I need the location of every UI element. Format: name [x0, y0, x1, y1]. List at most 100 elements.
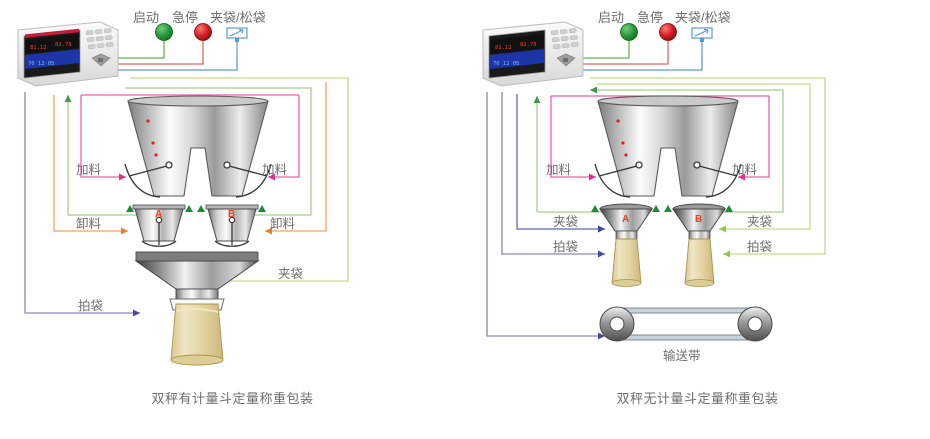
arrow-bagshake — [133, 309, 140, 317]
bag-shake-label-right: 拍袋 — [747, 239, 773, 254]
conveyor-belt — [599, 306, 773, 342]
screen-digits-red-2: 82.78 — [520, 42, 537, 48]
bag-b-bottom — [684, 279, 715, 287]
storage-hopper-rim — [127, 95, 269, 107]
feed-label-left: 加料 — [546, 163, 572, 177]
controller-right[interactable]: 81.12 82.78 70 12 05 — [482, 21, 584, 87]
wire-feedback-right — [590, 89, 784, 213]
caption-right: 双秤无计量斗定量称重包装 — [616, 391, 779, 406]
arrow-feed-left — [119, 173, 126, 181]
controller-dpad-center[interactable] — [563, 58, 568, 62]
weigh-hopper-a-gate — [141, 240, 177, 247]
level-sensor-2 — [621, 141, 625, 145]
arrow-bagclamp-left — [598, 225, 605, 233]
wire-feed-left — [550, 96, 596, 178]
wiring-right — [486, 39, 826, 340]
controller-dpad-center[interactable] — [98, 58, 103, 62]
level-sensor-3 — [154, 153, 158, 157]
bag-clamp-release-label: 夹袋/松袋 — [675, 10, 731, 25]
bag-clamp-label-left: 夹袋 — [553, 215, 579, 229]
storage-hopper-body — [127, 100, 269, 197]
emergency-stop-button-label: 急停 — [637, 10, 663, 25]
wire-bagclamp-left — [516, 94, 605, 230]
bag-clamp-release-pedal[interactable] — [226, 27, 248, 52]
arrow-discharge-right — [265, 227, 272, 235]
emergency-stop-button[interactable] — [659, 23, 677, 41]
arrow-feedback — [590, 86, 597, 94]
bag-clamp-release-label: 夹袋/松袋 — [210, 10, 266, 25]
loadcell-a-right — [185, 205, 193, 212]
storage-hopper-body — [597, 100, 739, 197]
diagram-left-svg: 81.12 82.78 70 12 05 — [17, 10, 349, 366]
emergency-stop-button[interactable] — [194, 23, 212, 41]
gate-pivot-left — [165, 161, 173, 169]
loadcell-a-left — [126, 205, 134, 212]
controller-keypad[interactable] — [550, 28, 579, 50]
wire-bagclamp-right — [597, 83, 811, 230]
spout-b — [688, 230, 711, 240]
wire-bagshake-left — [501, 92, 605, 255]
screen-digits-red-1: 81.12 — [495, 45, 512, 51]
bag-shake-label-left: 拍袋 — [553, 239, 579, 254]
screen-digits-blue: 70 12 05 — [493, 61, 520, 67]
level-sensor-3 — [624, 153, 628, 157]
arrow-discharge-left — [121, 227, 128, 235]
conveyor-label: 输送带 — [663, 348, 701, 363]
controller-keypad[interactable] — [85, 28, 114, 50]
loadcell-a-left — [591, 205, 599, 212]
conveyor-top-belt — [616, 307, 756, 314]
wire-feedback-right — [125, 87, 312, 216]
bag-a — [611, 238, 642, 284]
weigh-hopper-b-label: B — [228, 209, 235, 220]
start-button[interactable] — [620, 23, 638, 41]
arrow-bagclamp-right — [719, 225, 726, 233]
gate-arc-left — [124, 163, 161, 198]
feed-label-right: 加料 — [732, 163, 758, 177]
gate-arm-left — [128, 165, 168, 177]
gate-arc-right — [705, 163, 742, 198]
weigh-hopper-b: B — [197, 204, 266, 247]
arrow-conveyor — [598, 332, 605, 340]
spout-a — [615, 230, 638, 240]
level-sensor-1 — [146, 119, 150, 123]
start-button-label: 启动 — [598, 10, 624, 25]
conveyor-roller-right-hub — [747, 316, 763, 332]
arrow-feed-right — [268, 173, 275, 181]
arrow-feed-left — [589, 173, 596, 181]
controller-left[interactable]: 81.12 82.78 70 12 05 — [17, 21, 119, 87]
conveyor-roller-left-hub — [609, 316, 625, 332]
screen-digits-blue: 70 12 05 — [28, 61, 55, 67]
bag-clamp-release-pedal[interactable] — [691, 27, 713, 52]
screen-blue-band — [25, 49, 79, 69]
storage-hopper-rim — [597, 95, 739, 107]
gate-pivot-right — [693, 161, 701, 169]
gate-arm-left — [598, 165, 638, 177]
wire-feed-right — [268, 95, 300, 178]
gate-arc-right — [235, 163, 272, 198]
gate-arm-right — [228, 165, 268, 177]
storage-hopper-twin — [594, 95, 742, 198]
discharge-label-right: 卸料 — [270, 216, 296, 231]
weigh-hopper-b: B — [664, 203, 733, 287]
bag-clamp-label: 夹袋 — [278, 267, 304, 281]
loadcell-a-right — [652, 205, 660, 212]
wire-feed-left — [80, 95, 126, 178]
weigh-hopper-a-label: A — [155, 209, 162, 220]
wire-bagshake — [24, 92, 140, 314]
arrow-feedback-up — [64, 95, 72, 102]
collecting-hopper-cone — [134, 260, 260, 290]
wire-pedal — [67, 52, 238, 71]
diagram-right: 81.12 82.78 70 12 05 — [465, 0, 930, 439]
arrow-feed-right — [738, 173, 745, 181]
gate-arm-right — [698, 165, 738, 177]
loadcell-b-right — [725, 205, 733, 212]
wire-bagclamp — [130, 77, 349, 282]
caption-left: 双秤有计量斗定量称重包装 — [151, 391, 314, 406]
weigh-hopper-b-pivot — [228, 216, 236, 224]
bag-b — [684, 238, 715, 284]
start-button[interactable] — [155, 23, 173, 41]
wire-conveyor — [486, 92, 605, 337]
emergency-stop-button-label: 急停 — [172, 10, 198, 25]
conveyor-bottom-belt — [616, 334, 756, 341]
